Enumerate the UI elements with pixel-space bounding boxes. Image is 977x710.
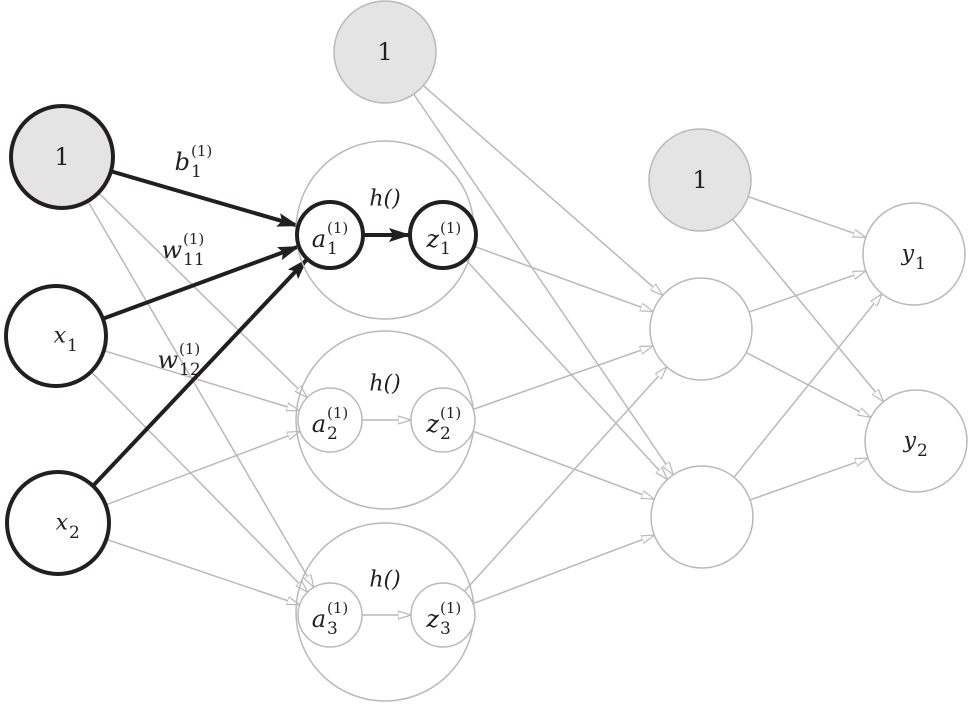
hidden1-bias-label: 1 [377,38,392,66]
edge-z1-h2_1 [473,245,653,313]
edge-label-w12-symbol: w [157,346,178,374]
edge-x1-a2 [103,349,300,412]
edge-x1-a1 [102,244,300,321]
edge-x1-a3 [90,371,308,592]
input-bias-label: 1 [54,143,69,171]
edge-label-w11-subscript: 11 [183,250,205,270]
edge-b2-y2 [731,218,884,401]
input-node-x1 [4,284,108,388]
edge-x2-a2 [105,431,300,506]
hidden1-a-node-3 [297,582,363,648]
hidden1-bias-node [333,0,437,104]
hidden1-a1-superscript: (1) [327,219,348,237]
output-y1-symbol: y [901,242,915,267]
hidden1-a-node-2 [297,387,363,453]
hidden1-z2-subscript: 2 [440,424,451,444]
edge-z2-h2_1 [472,345,653,411]
hidden1-a2-subscript: 2 [327,424,338,444]
hidden2-node-1 [649,277,753,381]
hidden1-z-node-3 [410,582,476,648]
hidden1-a2-superscript: (1) [327,404,348,422]
hidden1-z-node-1 [408,200,478,270]
edge-label-w12-subscript: 12 [179,360,201,380]
output-node-y1 [862,202,966,306]
hidden1-a3-superscript: (1) [327,599,348,617]
hidden2-bias-node [648,128,752,232]
edge-z3-h2_1 [463,367,666,592]
edge-z2-h2_2 [472,430,654,499]
output-y2-symbol: y [903,429,917,454]
edge-label-w12-superscript: (1) [179,340,200,358]
edge-label-b1-subscript: 1 [191,162,202,182]
activation-label-3: h() [369,568,400,593]
edge-b2-y1 [747,195,866,239]
activation-label-2: h() [369,372,400,397]
edge-x2-a1 [91,257,309,488]
hidden2-node-2 [650,465,754,569]
edge-label-b1-superscript: (1) [191,142,212,160]
edge-z3-h2_2 [472,535,654,605]
hidden1-z1-superscript: (1) [440,219,461,237]
hidden1-a1-symbol: a [312,225,326,253]
edges-layer [87,85,884,615]
edge-h2_2-y1 [733,294,882,478]
output-node-y2 [864,389,968,493]
input-x1-symbol: x [54,324,67,349]
hidden1-a2-symbol: a [312,410,326,438]
input-x2-symbol: x [56,511,69,536]
input-bias-node [9,104,115,210]
hidden1-a-node-1 [295,200,365,270]
input-node-x2 [5,470,111,576]
edge-h2_2-y2 [749,457,868,501]
edge-label-w11-superscript: (1) [183,230,204,248]
output-y2-subscript: 2 [917,441,928,461]
input-x1-subscript: 1 [67,336,78,356]
nodes-layer [4,0,968,702]
hidden1-z2-symbol: z [425,410,439,438]
edge-b0-a1 [110,169,300,228]
hidden1-a3-symbol: a [312,605,326,633]
hidden1-z2-superscript: (1) [440,404,461,422]
hidden1-a3-subscript: 3 [327,619,338,639]
edge-h2_1-y1 [748,270,866,313]
edge-label-w11-symbol: w [161,236,182,264]
edge-b0-a3 [87,200,314,587]
edge-label-b1-symbol: b [175,148,190,176]
edge-z1-h2_2 [464,258,667,479]
hidden2-bias-label: 1 [692,166,707,194]
hidden1-z-node-2 [410,387,476,453]
hidden1-z1-subscript: 1 [440,239,451,259]
hidden1-z3-superscript: (1) [440,599,461,617]
hidden1-a1-subscript: 1 [327,239,338,259]
hidden1-z3-symbol: z [425,605,439,633]
activation-label-1: h() [369,187,400,212]
output-y1-subscript: 1 [915,254,926,274]
hidden1-z3-subscript: 3 [440,619,451,639]
edge-b1-h2_1 [422,85,662,296]
edge-b1-h2_2 [413,93,674,475]
edge-b0-a2 [97,192,307,398]
hidden1-z1-symbol: z [425,225,439,253]
edge-x2-a3 [106,538,299,606]
input-x2-subscript: 2 [69,523,80,543]
